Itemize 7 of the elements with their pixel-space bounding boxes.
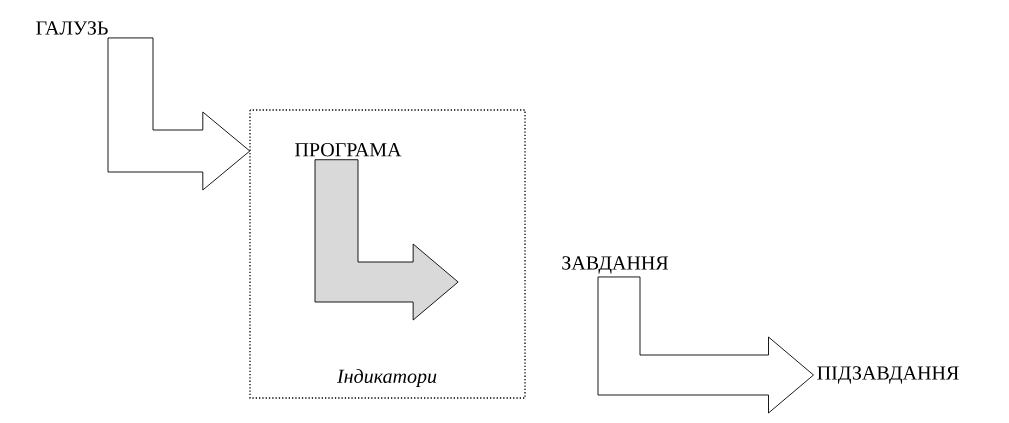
bent-arrow (107, 37, 251, 191)
label-text: ПІДЗАВДАННЯ (817, 366, 959, 384)
label-text: ГАЛУЗЬ (36, 21, 108, 35)
bent-arrow (597, 276, 814, 414)
label-text: ПРОГРАМА (295, 143, 402, 157)
label-text: ЗАВДАННЯ (562, 256, 669, 274)
bent-arrow (314, 159, 459, 321)
